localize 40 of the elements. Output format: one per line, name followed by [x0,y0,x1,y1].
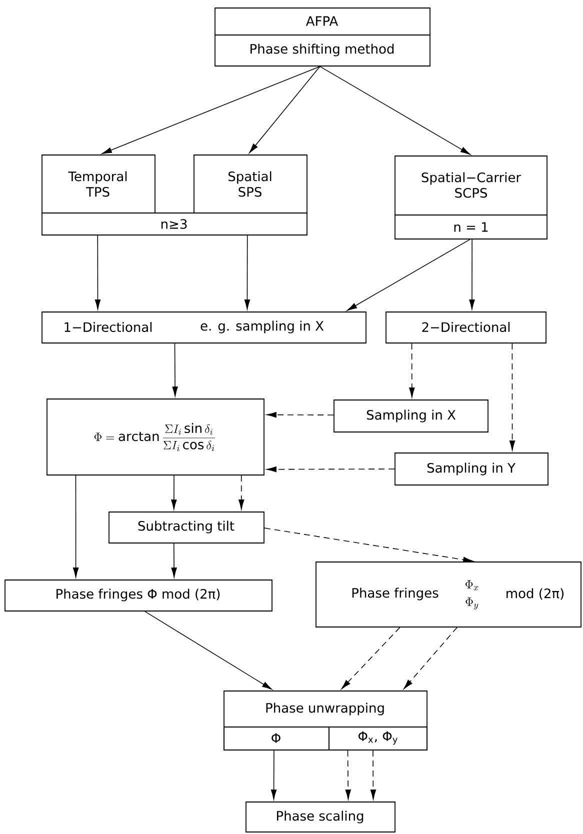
arrow [320,66,470,155]
arrow [347,239,470,311]
arrow [172,343,178,397]
arrow [171,475,177,510]
condition-band: n≥3 [42,212,308,236]
process-box: Spatial SPS [194,154,308,214]
arrow [171,543,177,578]
process-box: Sampling in X [334,400,488,432]
arrow [264,528,474,563]
process-box: 2−Directional [386,312,546,344]
arrow [370,750,376,800]
formula-box: $\Phi = \arctan \frac{\Sigma I_i \sin\delta_i}{\Sigma I_i \cos\delta_i}$ [46,398,264,476]
condition-band: n = 1 [394,214,548,240]
process-box: Temporal TPS [42,154,156,214]
process-box: Sampling in Y [394,452,548,486]
arrow [249,66,320,154]
arrow [144,611,272,690]
arrow [266,466,395,472]
process-box: Phase fringes Φ mod (2π) [4,580,272,612]
arrow [266,412,334,418]
output-cell: Φ [224,726,330,750]
arrow [244,235,250,310]
arrow [238,475,244,510]
arrow [404,627,458,690]
arrow [341,627,400,690]
process-box: Subtracting tilt [108,512,264,544]
process-box: 1−Directional e. g. sampling in X [42,312,366,344]
arrow [94,235,101,310]
process-box: Spatial−Carrier SCPS [394,156,548,216]
arrow [409,343,415,398]
arrow [469,239,475,310]
arrow [345,750,351,800]
output-cell: Φ$_{x}$, Φ$_{y}$ [328,726,428,750]
arrow [509,343,516,451]
arrow [73,475,79,578]
process-box: Phase scaling [246,802,396,832]
arrow [270,750,277,800]
process-box: Phase fringes $\begin{array}{c}\Phi_x\\[2pt]\Phi_y\end{array}$ mod (2π) [316,562,582,628]
method-box: AFPA Phase shifting method [214,8,430,66]
arrow [102,66,320,154]
